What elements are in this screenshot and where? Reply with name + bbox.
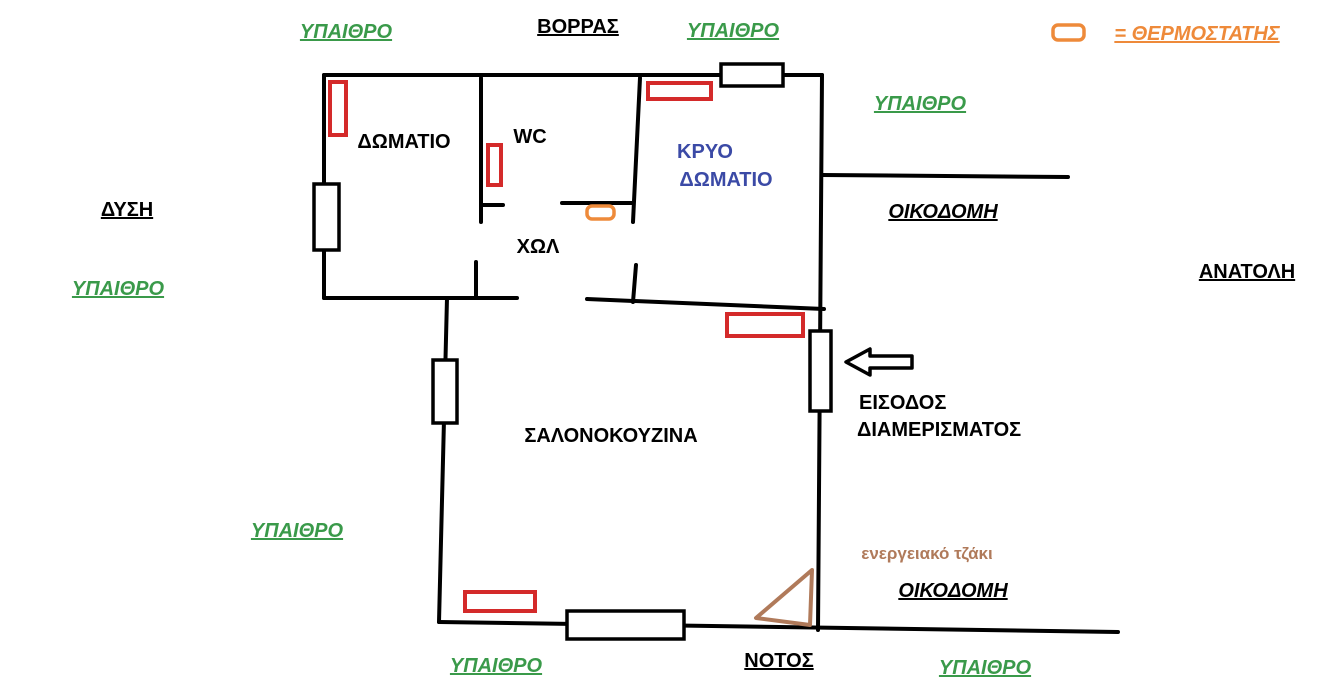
- radiator-room: [328, 80, 348, 137]
- coldroom-wall-stub: [631, 263, 638, 304]
- label-entrance-1: ΕΙΣΟΔΟΣ: [859, 392, 946, 414]
- label-outdoor-w: ΥΠΑΙΘΡΟ: [72, 278, 165, 300]
- thermostat-legend-icon: [1051, 23, 1086, 42]
- label-living-kitchen: ΣΑΛΟΝΟΚΟΥΖΙΝΑ: [524, 425, 697, 447]
- radiators: [328, 80, 805, 613]
- building-boundary-upper: [820, 173, 1070, 179]
- legend-thermostat-label: = ΘΕΡΜΟΣΤΑΤΗΣ: [1114, 23, 1280, 45]
- label-outdoor-se: ΥΠΑΙΘΡΟ: [939, 657, 1032, 679]
- radiator-cold-room: [646, 81, 713, 101]
- label-east: ΑΝΑΤΟΛΗ: [1199, 261, 1295, 283]
- label-wc: WC: [513, 126, 546, 148]
- window-living-west: [431, 358, 459, 425]
- label-building-upper: ΟΙΚΟΔΟΜΗ: [888, 201, 998, 223]
- label-north: ΒΟΡΡΑΣ: [537, 16, 619, 38]
- label-hall: ΧΩΛ: [517, 236, 560, 258]
- wc-coldroom-partition: [631, 76, 642, 224]
- label-west: ΔΥΣΗ: [101, 199, 153, 221]
- living-west-wall: [437, 296, 449, 624]
- fireplace-icon: [754, 568, 814, 627]
- label-outdoor-s: ΥΠΑΙΘΡΟ: [450, 655, 543, 677]
- label-cold-room-2: ΔΩΜΑΤΙΟ: [679, 169, 772, 191]
- windows: [312, 62, 833, 641]
- window-south: [565, 609, 686, 641]
- label-fireplace: ενεργειακό τζάκι: [861, 544, 993, 563]
- thermostat-hall: [585, 204, 616, 221]
- radiator-living-south: [463, 590, 537, 613]
- label-south: ΝΟΤΟΣ: [744, 650, 813, 672]
- radiator-living-east: [725, 312, 805, 338]
- walls: [322, 73, 1120, 634]
- window-north: [719, 62, 785, 88]
- label-outdoor-nw: ΥΠΑΙΘΡΟ: [300, 21, 393, 43]
- label-outdoor-sw: ΥΠΑΙΘΡΟ: [251, 520, 344, 542]
- entrance-arrow-icon: [844, 347, 914, 377]
- radiator-wc: [486, 143, 503, 187]
- label-room: ΔΩΜΑΤΙΟ: [357, 131, 450, 153]
- label-cold-room-1: ΚΡΥΟ: [677, 141, 733, 163]
- coldroom-south-wall: [585, 297, 826, 311]
- label-outdoor-n: ΥΠΑΙΘΡΟ: [687, 20, 780, 42]
- label-outdoor-ne: ΥΠΑΙΘΡΟ: [874, 93, 967, 115]
- entrance-door: [808, 329, 833, 413]
- label-entrance-2: ΔΙΑΜΕΡΙΣΜΑΤΟΣ: [857, 419, 1021, 441]
- label-building-lower: ΟΙΚΟΔΟΜΗ: [898, 580, 1008, 602]
- south-wall: [437, 620, 1120, 634]
- window-west: [312, 182, 341, 252]
